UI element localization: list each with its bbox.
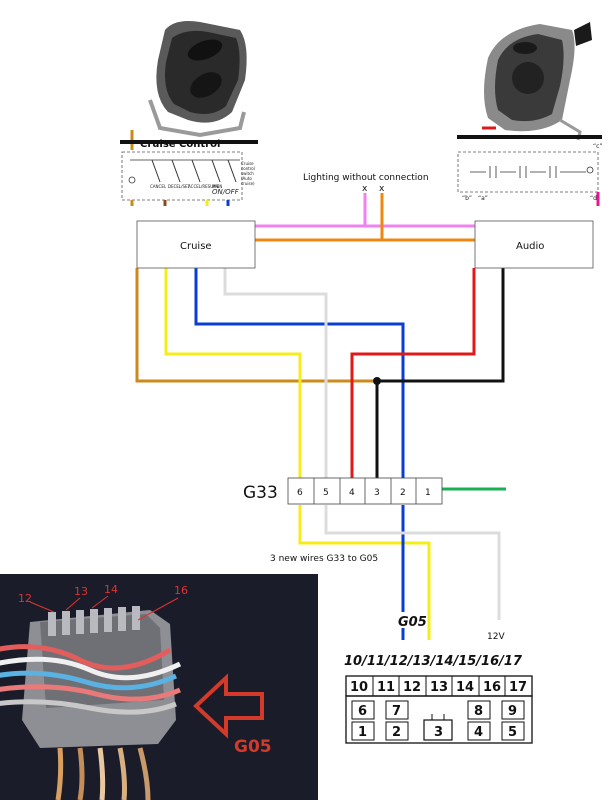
audio-label-d: “d” <box>590 195 600 202</box>
new-wires-note: 3 new wires G33 to G05 <box>270 554 378 564</box>
g05-cavity-10: 10 <box>350 680 368 695</box>
g05-cavity-1: 1 <box>358 725 367 740</box>
g05-header: 10/11/12/13/14/15/16/17 <box>344 654 523 669</box>
g33-connector: G33 6 5 4 3 2 1 <box>243 477 443 505</box>
yellow-wire <box>164 268 302 481</box>
svg-text:(Auto: (Auto <box>241 176 252 181</box>
red-wire <box>350 268 476 481</box>
g05-cavity-2: 2 <box>392 725 401 740</box>
svg-text:switch: switch <box>241 171 254 176</box>
svg-text:cruise): cruise) <box>241 181 255 186</box>
yellow-g33-g05-wire <box>298 505 431 640</box>
g05-cavity-12: 12 <box>403 680 421 695</box>
audio-switch-schematic: “c” “b” “a” “d” <box>457 126 603 206</box>
cruise-control-title: Cruise Control <box>140 139 220 150</box>
g05-cavity-9: 9 <box>508 704 517 719</box>
cruise-switch-label-main: MAIN <box>212 184 222 189</box>
wires <box>135 193 506 640</box>
photo-pin-12: 12 <box>18 592 32 605</box>
svg-text:Cruise: Cruise <box>241 161 254 166</box>
audio-module-label: Audio <box>516 241 544 252</box>
g05-label: G05 <box>398 615 427 630</box>
cruise-module-label: Cruise <box>180 241 212 252</box>
g05-cavity-3: 3 <box>434 725 443 740</box>
photo-pin-16: 16 <box>174 584 188 597</box>
photo-g05-tag: G05 <box>234 737 272 757</box>
photo-pin-13: 13 <box>74 585 88 598</box>
cruise-switch-label-cancel: CANCEL <box>150 184 167 189</box>
photo-pin-14: 14 <box>104 583 118 596</box>
left-steering-switch-picture <box>148 21 247 138</box>
audio-label-a: “a” <box>478 195 488 202</box>
svg-text:control: control <box>241 166 255 171</box>
g05-cavity-5: 5 <box>508 725 517 740</box>
lighting-note: Lighting without connection <box>303 173 429 183</box>
g05-cavity-11: 11 <box>377 680 395 695</box>
dark-orange-wire <box>135 268 377 383</box>
gray-wire <box>223 268 328 481</box>
cruise-control-schematic: Cruise Control CANCEL DECEL/SET ACCEL/RE… <box>120 130 258 206</box>
g33-label: G33 <box>243 483 278 503</box>
g05-cavity-17: 17 <box>509 680 527 695</box>
g05-connector: G05 12V 10/11/12/13/14/15/16/17 10 11 12… <box>344 612 533 744</box>
right-steering-switch-picture <box>484 22 592 141</box>
splice-dot <box>373 377 381 385</box>
g05-cavity-16: 16 <box>483 680 501 695</box>
g33-pin-4: 4 <box>349 488 355 498</box>
audio-label-c: “c” <box>593 143 603 150</box>
black-wire <box>375 268 505 481</box>
g05-cavity-14: 14 <box>456 680 474 695</box>
twelve-volt-label: 12V <box>487 632 505 642</box>
g05-cavity-7: 7 <box>392 704 401 719</box>
g33-pin-5: 5 <box>323 488 329 498</box>
g05-cavity-13: 13 <box>430 680 448 695</box>
cruise-module: Cruise <box>136 220 256 269</box>
cruise-side-note: Cruise control switch (Auto cruise) <box>241 161 255 186</box>
g33-pin-6: 6 <box>297 488 303 498</box>
cruise-switch-label-accel: ACCEL/RESUME <box>188 184 220 189</box>
g05-cavity-8: 8 <box>474 704 483 719</box>
blue-wire <box>194 268 405 481</box>
cruise-brand-text: ON/OFF <box>212 188 240 196</box>
audio-label-b: “b” <box>462 195 472 202</box>
cruise-switch-label-decel: DECEL/SET <box>168 184 191 189</box>
g33-pin-1: 1 <box>425 488 431 498</box>
lighting-x-mark-pink: x <box>362 184 368 194</box>
gray-g33-g05-wire <box>324 505 501 620</box>
audio-module: Audio <box>474 220 594 269</box>
lighting-x-mark-orange: x <box>379 184 385 194</box>
g05-cavity-4: 4 <box>474 725 483 740</box>
g33-pin-2: 2 <box>400 488 406 498</box>
g05-cavity-6: 6 <box>358 704 367 719</box>
g33-pin-3: 3 <box>374 488 380 498</box>
connector-photo: G05 12 13 14 16 <box>0 574 318 800</box>
